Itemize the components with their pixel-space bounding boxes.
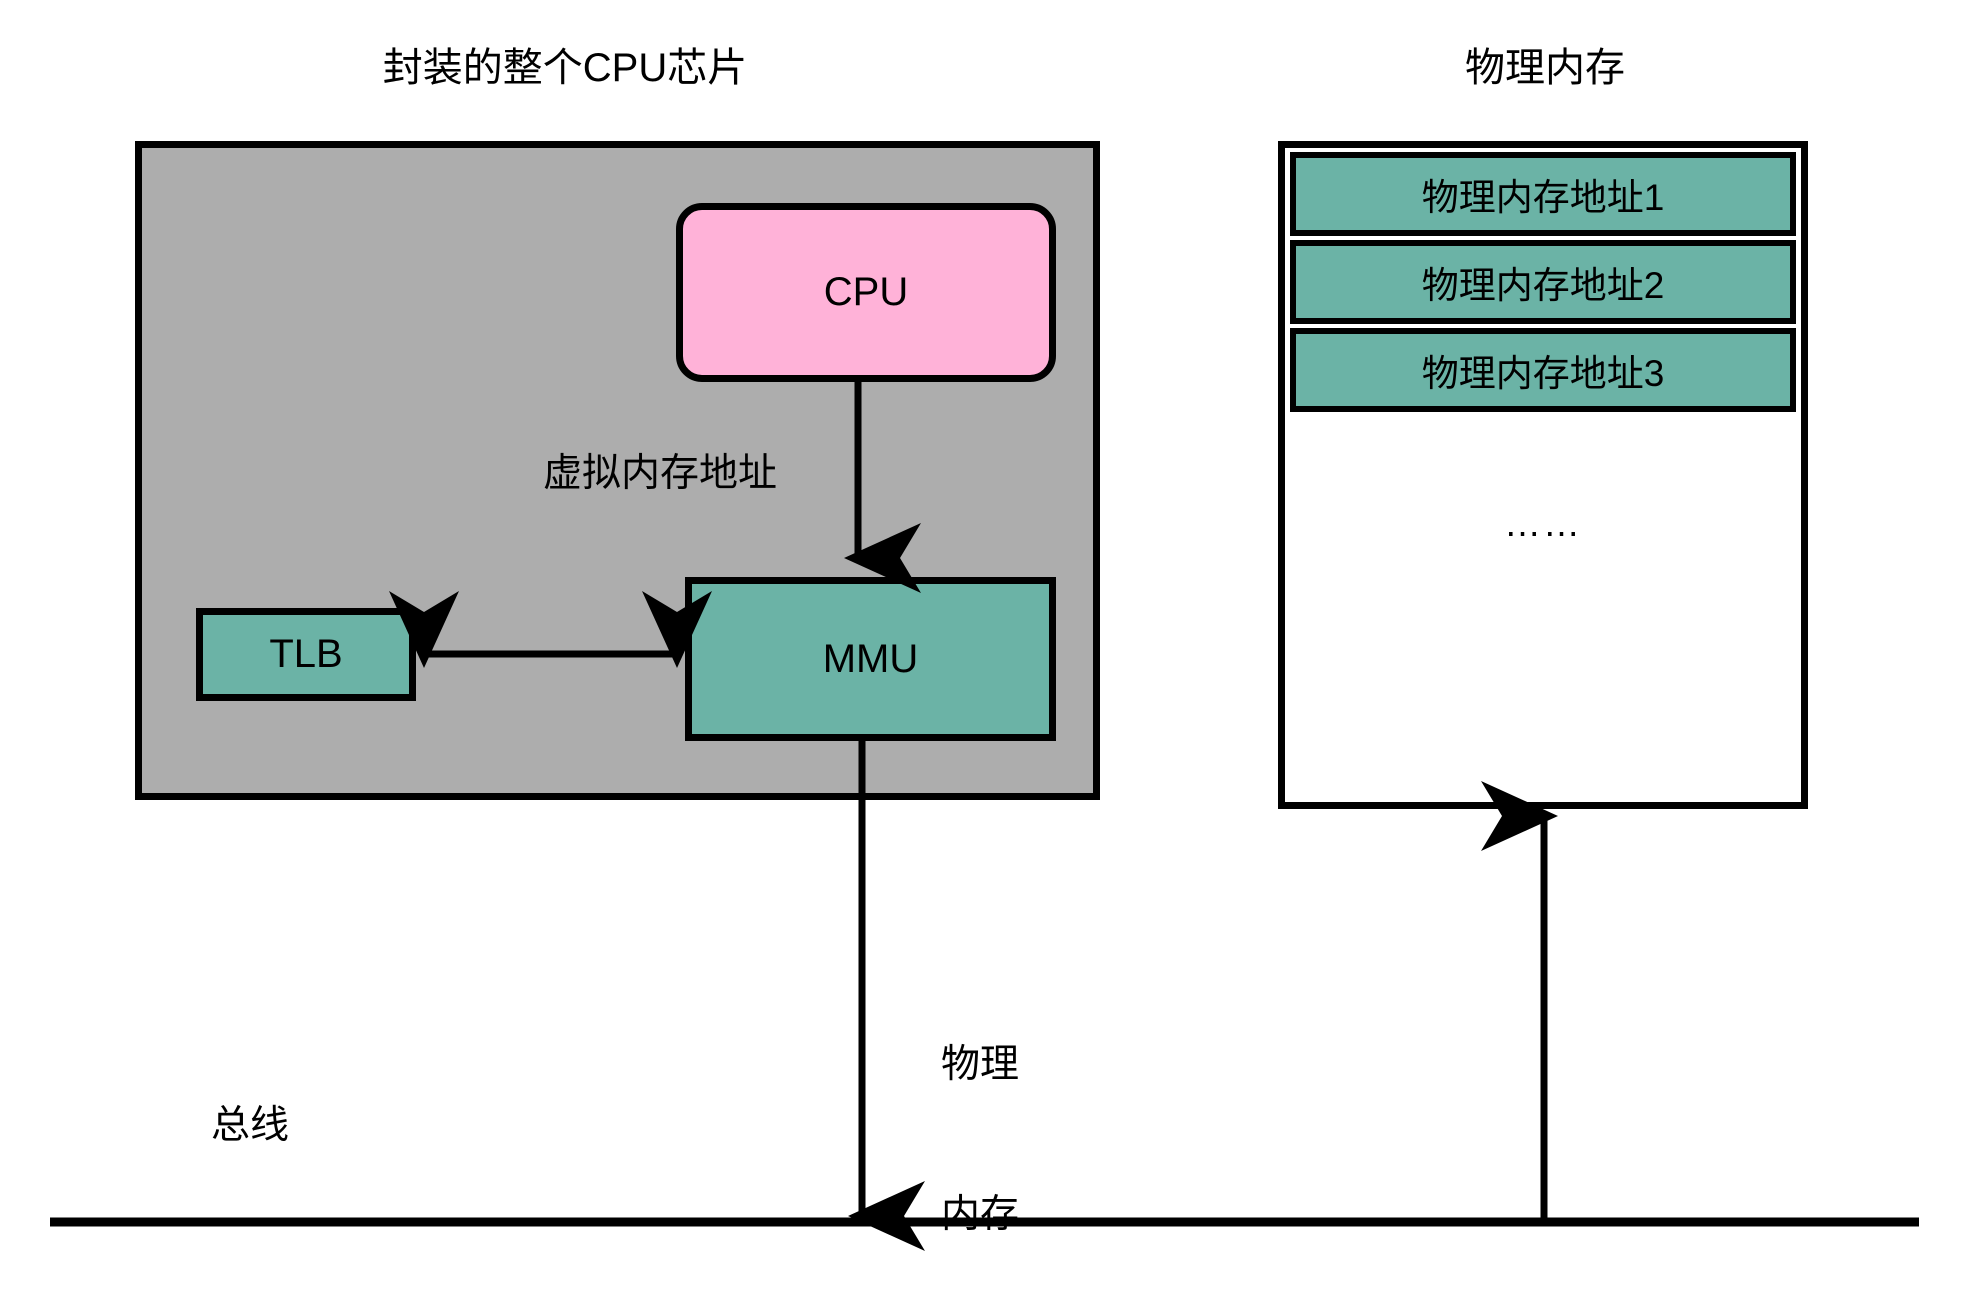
chip-package-title: 封装的整个CPU芯片 [382, 46, 748, 90]
virtual-address-edge-label: 虚拟内存地址 [542, 452, 777, 495]
memory-cell-label: 物理内存地址1 [1421, 177, 1665, 218]
physical-memory-title: 物理内存 [1465, 46, 1625, 90]
memory-cell[interactable]: 物理内存地址1 [1290, 152, 1796, 236]
memory-ellipsis: …… [1504, 503, 1582, 544]
bus-label: 总线 [210, 1104, 289, 1147]
memory-cell-label: 物理内存地址2 [1421, 265, 1665, 306]
memory-cell[interactable]: 物理内存地址2 [1290, 240, 1796, 324]
physical-memory-box: 物理内存地址1 物理内存地址2 物理内存地址3 …… [1278, 141, 1808, 809]
physical-address-line-1: 物理 [940, 1042, 1019, 1086]
mmu-block-label: MMU [822, 636, 919, 681]
mmu-block[interactable]: MMU [685, 577, 1056, 741]
cpu-block-label: CPU [823, 270, 909, 314]
tlb-block-label: TLB [269, 632, 343, 676]
memory-cell-label: 物理内存地址3 [1421, 353, 1665, 394]
cpu-block[interactable]: CPU [676, 203, 1056, 382]
physical-address-line-2: 内存 [940, 1192, 1019, 1236]
physical-address-edge-label: 物理 内存 地址 [870, 940, 1090, 1300]
tlb-block[interactable]: TLB [196, 608, 416, 701]
memory-cell[interactable]: 物理内存地址3 [1290, 328, 1796, 412]
